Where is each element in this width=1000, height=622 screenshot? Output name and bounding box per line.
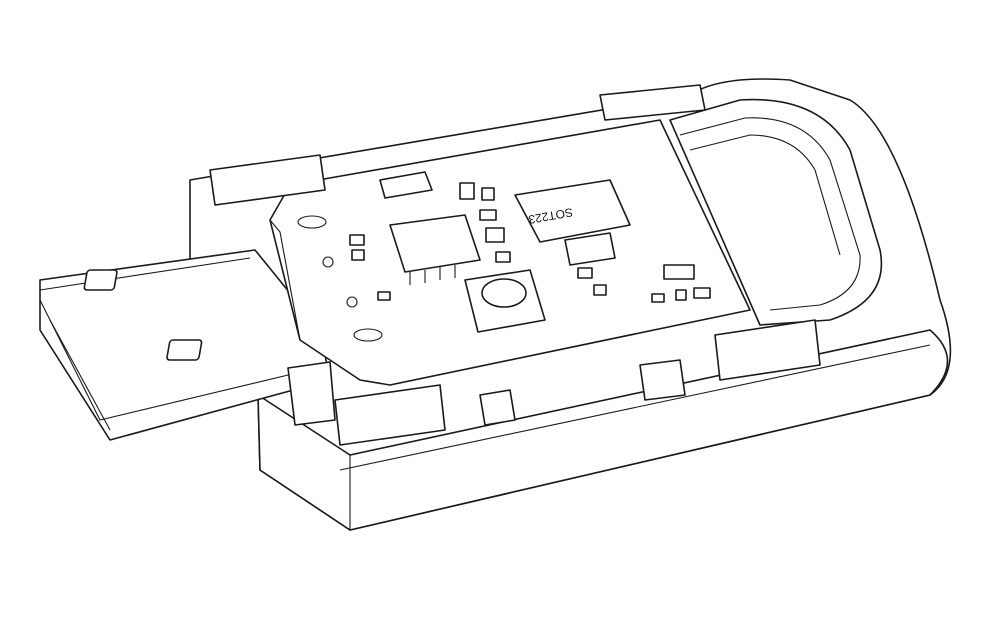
usb-contact-window (166, 339, 203, 361)
housing-tray (669, 98, 883, 326)
usb-contact-window (83, 269, 118, 291)
switch-button (481, 278, 527, 308)
pcb-components: SOT223 (349, 171, 711, 333)
diode-sod123 (379, 171, 433, 199)
sot223-regulator (514, 179, 631, 243)
housing-clips (209, 84, 821, 446)
ic-chip (389, 214, 481, 273)
usb-plug (39, 249, 331, 441)
